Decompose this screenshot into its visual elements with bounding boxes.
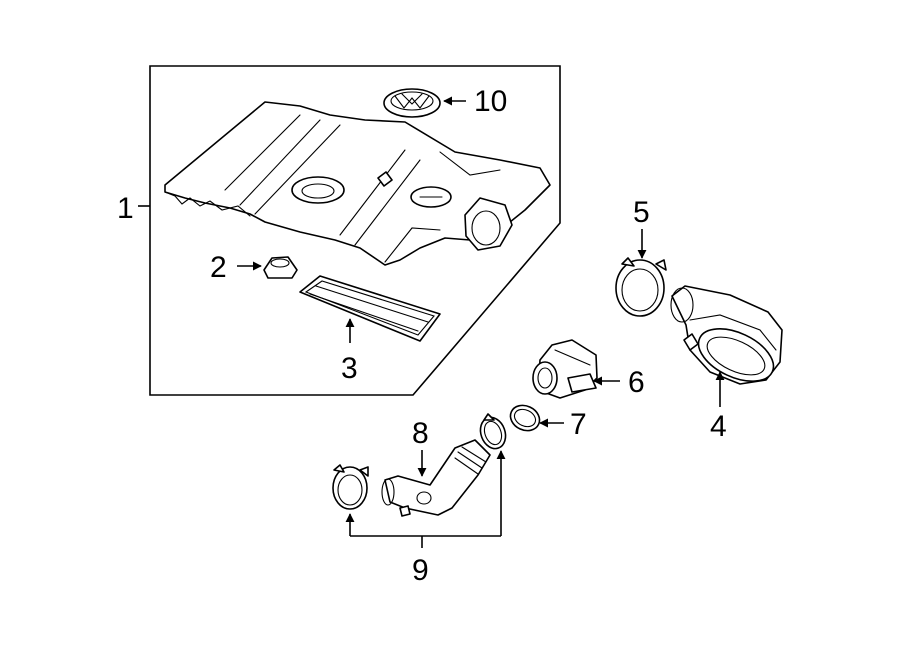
seal-ring: [509, 404, 541, 432]
callout-3: 3: [341, 352, 358, 385]
callout-7: 7: [570, 408, 587, 441]
callout-4: 4: [710, 410, 727, 443]
filter-element: [299, 275, 441, 342]
assembly-box: [149, 65, 561, 396]
callout-8: 8: [412, 417, 429, 450]
callout-1: 1: [117, 192, 134, 225]
intake-elbow: [670, 285, 783, 385]
callout-5: 5: [633, 196, 650, 229]
logo-badge: [383, 88, 441, 118]
callout-6: 6: [628, 366, 645, 399]
callout-10: 10: [474, 85, 507, 118]
air-flow-sensor: [532, 339, 598, 399]
clamp-upper: [615, 257, 667, 317]
clamp-right: [479, 413, 507, 450]
callout-2: 2: [210, 251, 227, 284]
cap: [263, 256, 298, 279]
callout-9: 9: [412, 554, 429, 587]
air-duct-hose: [381, 439, 491, 517]
clamp-left: [332, 464, 369, 510]
engine-cover: [164, 101, 551, 266]
